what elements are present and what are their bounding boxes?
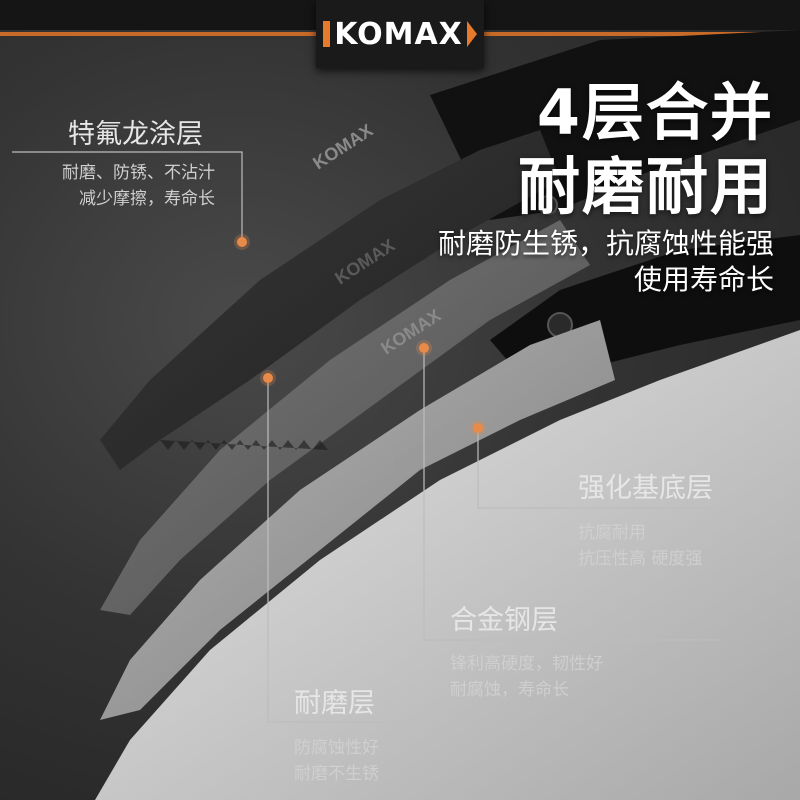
headline-line2: 耐磨耐用 [517, 150, 774, 223]
layer-title-teflon: 特氟龙涂层 [68, 119, 203, 150]
layer-title-wear: 耐磨层 [294, 688, 375, 719]
logo-text: KOMAX [334, 16, 463, 52]
layer-title-base: 强化基底层 [578, 473, 713, 504]
logo-arrow-icon [466, 21, 477, 47]
teeth-pattern [160, 440, 328, 450]
logo-mark-icon [323, 21, 331, 47]
layer-desc-base-2: 抗压性高 硬度强 [578, 549, 703, 569]
blade-teflon [100, 130, 560, 470]
blade-base [100, 220, 590, 615]
marker-dot-teflon [237, 237, 247, 247]
blade-wear [95, 330, 800, 800]
subline-line2: 使用寿命长 [633, 263, 774, 296]
leader-lines [12, 151, 720, 723]
marker-dot-alloy [419, 343, 429, 353]
layer-desc-teflon-2: 减少摩擦，寿命长 [79, 189, 215, 209]
layer-desc-alloy-1: 锋利高硬度，韧性好 [450, 654, 603, 674]
layer-desc-wear-1: 防腐蚀性好 [294, 738, 379, 758]
layer-desc-wear-2: 耐磨不生锈 [294, 764, 379, 784]
handle-screw-icon [538, 195, 558, 215]
marker-dot-base [473, 423, 483, 433]
layer-desc-alloy-2: 耐腐蚀，寿命长 [450, 680, 569, 700]
brand-logo: KOMAX [316, 0, 484, 68]
layer-title-alloy: 合金钢层 [450, 605, 558, 636]
blade-alloy [100, 320, 615, 720]
layer-desc-teflon-1: 耐磨、防锈、不沾汁 [62, 163, 215, 183]
subline-line1: 耐磨防生锈，抗腐蚀性能强 [437, 227, 774, 260]
layer-desc-base-1: 抗腐耐用 [578, 523, 646, 543]
marker-dot-wear [263, 373, 273, 383]
blade-logo: KOMAX [309, 120, 376, 173]
headline-line1: 4层合并 [536, 76, 774, 149]
